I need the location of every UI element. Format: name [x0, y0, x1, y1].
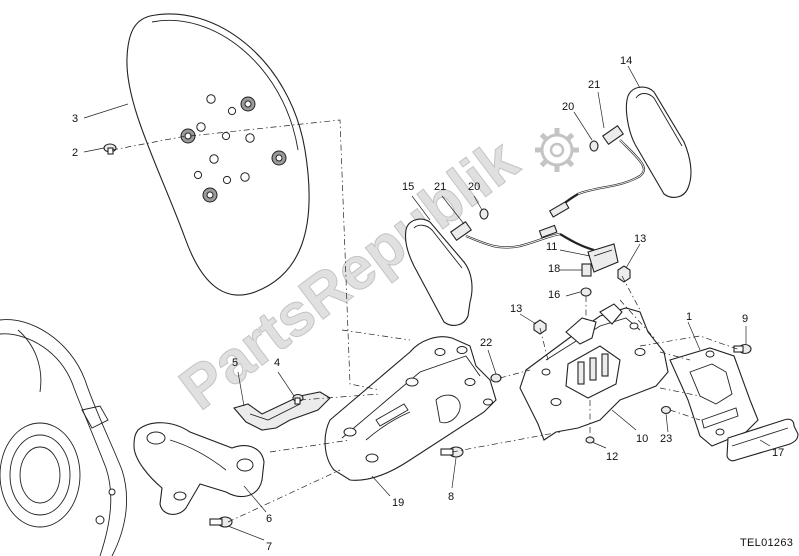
callout-21b: 21	[588, 79, 600, 91]
callout-13a: 13	[510, 303, 522, 315]
engine-casing-outline	[0, 319, 127, 556]
callout-20a: 20	[468, 181, 480, 193]
part-22-spacer	[490, 373, 502, 383]
callout-12: 12	[606, 451, 618, 463]
callout-16: 16	[548, 289, 560, 301]
callout-11: 11	[546, 241, 557, 253]
callout-19: 19	[392, 497, 404, 509]
callout-20b: 20	[562, 101, 574, 113]
part-13-nut-b	[617, 265, 631, 283]
callout-8: 8	[448, 491, 454, 503]
part-18-clip	[581, 263, 592, 277]
callout-4: 4	[274, 357, 280, 369]
callout-14: 14	[620, 55, 632, 67]
callout-13b: 13	[634, 233, 646, 245]
part-8-bolt	[440, 446, 464, 458]
part-19-plate-bracket	[324, 336, 497, 481]
part-17-reflector	[726, 418, 799, 462]
cover-grommets	[180, 96, 287, 203]
callout-9: 9	[742, 313, 748, 325]
part-2-screw	[103, 143, 117, 155]
part-7-bolt	[209, 516, 233, 528]
callout-7: 7	[266, 541, 272, 553]
callout-10: 10	[636, 433, 648, 445]
assembly-lines	[111, 119, 741, 523]
callout-23: 23	[660, 433, 672, 445]
gear-icon	[535, 128, 579, 172]
leader-lines	[83, 65, 771, 541]
callout-5: 5	[232, 357, 238, 369]
part-21-spacer-a	[479, 208, 489, 220]
part-14-right-indicator	[590, 86, 692, 198]
callout-1: 1	[686, 311, 692, 323]
cover-holes	[193, 94, 255, 185]
part-13-nut-a	[533, 319, 547, 335]
callout-21a: 21	[434, 181, 446, 193]
callout-18: 18	[548, 263, 560, 275]
part-11-connector	[587, 243, 619, 273]
part-9-bolt	[733, 343, 752, 355]
callout-15: 15	[402, 181, 414, 193]
callout-6: 6	[266, 513, 272, 525]
callout-22: 22	[480, 337, 492, 349]
callout-3: 3	[72, 113, 78, 125]
drawing-code: TEL01263	[740, 537, 793, 549]
callout-2: 2	[72, 147, 78, 159]
wiring-cables	[465, 139, 645, 252]
part-23-nut	[660, 405, 672, 415]
part-21-spacer-b	[589, 140, 599, 152]
callout-17: 17	[772, 447, 784, 459]
part-16-pin	[580, 287, 592, 297]
part-5-small-bracket	[233, 391, 331, 431]
part-6-rear-bracket	[133, 422, 265, 515]
part-1-plate-frame	[669, 347, 759, 447]
callout-labels: 1 2 3 4 5 6 7 8 9 10 11 12 13 13 14 15 1…	[72, 55, 784, 553]
part-10-plate-support	[519, 303, 669, 441]
part-3-cover-panel	[126, 13, 310, 296]
